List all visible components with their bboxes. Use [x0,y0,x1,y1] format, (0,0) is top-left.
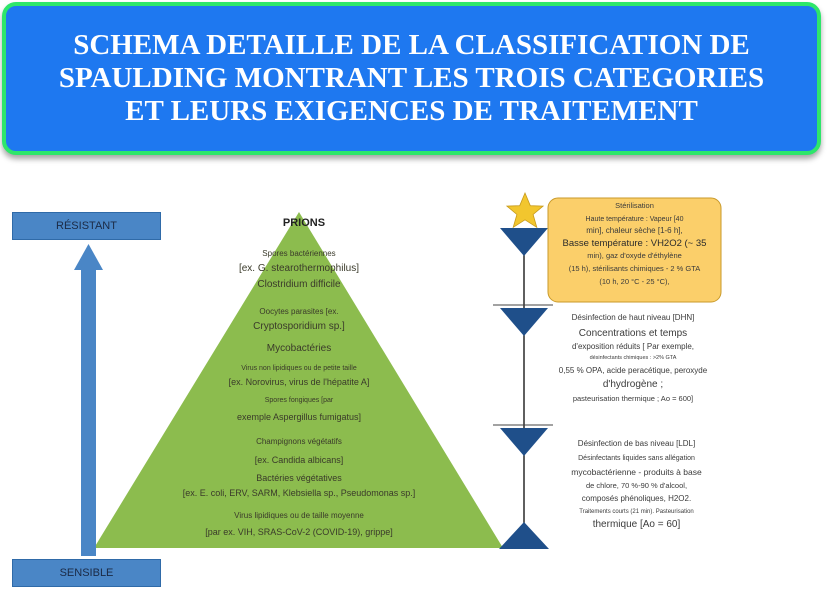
triangle-marker-icon [500,308,548,336]
resistant-label-box: RÉSISTANT [12,212,161,240]
sterilization-line: (10 h, 20 °C - 25 °C), [599,277,670,286]
vegetative-fungi-title: Champignons végétatifs [256,437,342,446]
high-level-title: Désinfection de haut niveau [DHN] [571,313,695,322]
low-level-line: Désinfectants liquides sans allégation [578,455,695,462]
vegetative-bacteria-example: [ex. E. coli, ERV, SARM, Klebsiella sp.,… [182,488,416,498]
triangle-marker-icon [500,428,548,456]
low-level-line: mycobactérienne - produits à base [571,467,702,477]
sterilization-title: Stérilisation [615,201,654,210]
low-level-line: composés phénoliques, H2O2. [581,494,692,503]
low-level-title: Désinfection de bas niveau [LDL] [577,439,696,448]
star-icon [505,191,545,229]
small-virus-title: Virus non lipidiques ou de petite taille [241,365,357,372]
sterilization-line: Haute température : Vapeur [40 [585,216,684,223]
title-banner: SCHEMA DETAILLE DE LA CLASSIFICATION DE … [2,2,821,155]
page-title: SCHEMA DETAILLE DE LA CLASSIFICATION DE … [59,29,764,128]
vegetative-bacteria-title: Bactéries végétatives [256,473,342,483]
fungal-spores-title: Spores fongiques [par [264,397,334,404]
title-line: ET LEURS EXIGENCES DE TRAITEMENT [125,95,698,127]
oocysts-example: Cryptosporidium sp.] [253,321,345,332]
high-level-disinfection-panel: Désinfection de haut niveau [DHN] Concen… [538,312,728,405]
triangle-marker-icon [500,228,548,256]
prions-label: PRIONS [282,217,326,229]
high-level-line: d'exposition réduits [ Par exemple, [571,342,695,351]
sensitive-label: SENSIBLE [59,567,114,579]
sterilization-line: Basse température : VH2O2 (~ 35 [562,238,707,249]
up-arrow-icon [74,244,103,556]
lipid-virus-title: Virus lipidiques ou de taille moyenne [234,511,364,520]
resistance-pyramid [94,212,503,548]
resistant-label: RÉSISTANT [56,220,117,232]
spores-example: [ex. G. stearothermophilus] [238,263,360,274]
high-level-line: pasteurisation thermique ; Ao = 600] [572,394,694,403]
oocysts-title: Oocytes parasites [ex. [259,307,339,316]
sterilization-line: min), gaz d'oxyde d'éthylène [587,251,682,260]
low-level-line: de chlore, 70 %-90 % d'alcool, [585,481,688,490]
title-line: SCHEMA DETAILLE DE LA CLASSIFICATION DE [73,29,750,61]
low-level-line: thermique [Ao = 60] [592,519,681,530]
low-level-line: Traitements courts (21 min). Pasteurisat… [579,509,694,515]
sterilization-panel: Stérilisation Haute température : Vapeur… [548,200,721,288]
vegetative-fungi-example: [ex. Candida albicans] [254,455,344,465]
high-level-line: Concentrations et temps [578,328,688,339]
lipid-virus-example: [par ex. VIH, SRAS-CoV-2 (COVID-19), gri… [205,527,393,537]
high-level-line: d'hydrogène ; [602,379,664,390]
title-line: SPAULDING MONTRANT LES TROIS CATEGORIES [58,62,765,94]
sterilization-line: (15 h), stérilisants chimiques - 2 % GTA [568,264,701,273]
high-level-line: 0,55 % OPA, acide peracétique, peroxyde [558,366,708,375]
mycobacteria-label: Mycobactéries [266,343,332,354]
sensitive-label-box: SENSIBLE [12,559,161,587]
triangle-marker-icon [499,522,549,549]
fungal-spores-example: exemple Aspergillus fumigatus] [236,412,362,422]
small-virus-example: [ex. Norovirus, virus de l'hépatite A] [228,377,370,387]
sterilization-box [547,197,722,303]
low-level-disinfection-panel: Désinfection de bas niveau [LDL] Désinfe… [544,438,729,532]
spores-example-2: Clostridium difficile [257,279,341,290]
high-level-line: désinfectants chimiques : >2% GTA [589,355,677,361]
sterilization-line: min], chaleur sèche [1-6 h], [586,226,683,235]
spores-title: Spores bactériennes [262,249,336,258]
